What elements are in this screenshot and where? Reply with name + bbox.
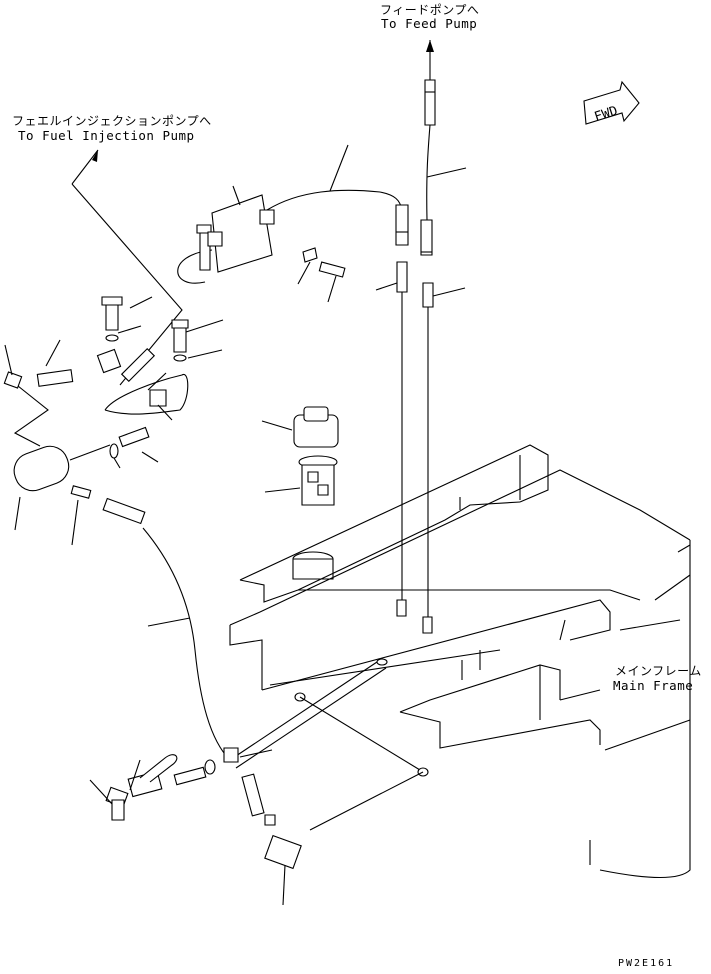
drain-valve: [90, 755, 215, 820]
fuel-rods: [376, 262, 465, 633]
drawing-code: PW2E161: [618, 958, 675, 969]
left-fittings: [4, 297, 223, 545]
strainer: [265, 456, 337, 505]
feed-pump-label-jp: フィードポンプへ: [380, 3, 480, 17]
main-frame-label-jp: メインフレーム: [615, 664, 702, 678]
injection-hose: [178, 145, 408, 302]
fwd-label: FWD: [593, 104, 620, 126]
main-frame-label-en: Main Frame: [613, 678, 694, 693]
fuel-injection-label-jp: フェエルインジェクションポンプへ: [12, 114, 212, 128]
drain-pipes: [224, 659, 428, 905]
filler-cap: [262, 407, 338, 447]
fuel-injection-leader: [72, 150, 182, 385]
fwd-arrow-icon: FWD: [584, 82, 639, 125]
main-frame: [230, 445, 690, 878]
feed-pump-label-en: To Feed Pump: [381, 16, 478, 31]
feed-pump-hose: [421, 40, 466, 255]
drain-hose: [143, 528, 230, 760]
fuel-injection-label-en: To Fuel Injection Pump: [18, 128, 195, 143]
